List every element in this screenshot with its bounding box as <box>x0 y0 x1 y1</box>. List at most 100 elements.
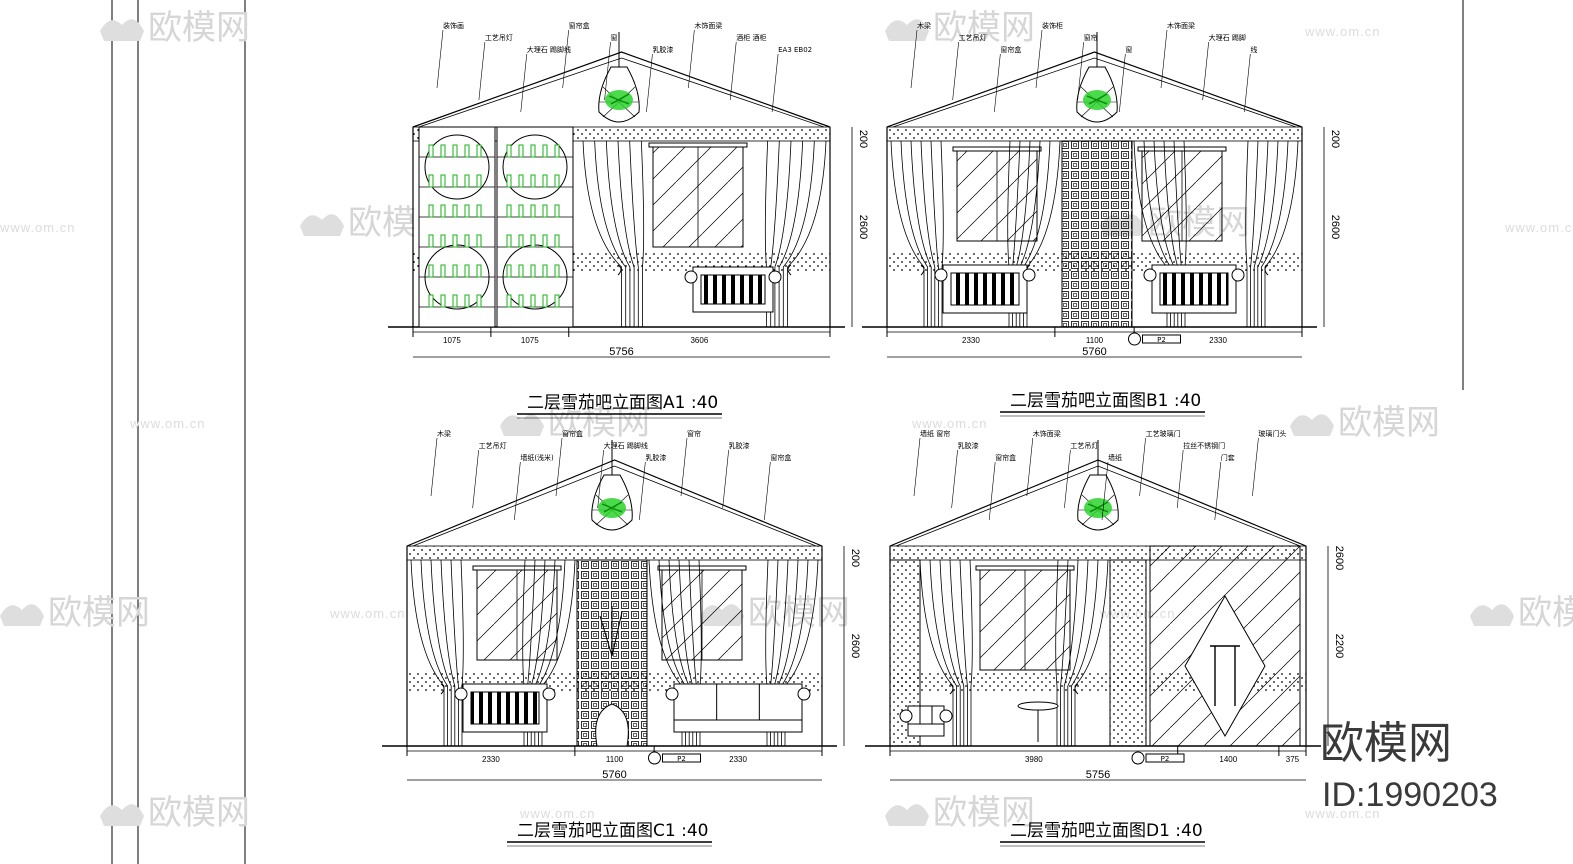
cabinet-arch <box>502 134 568 200</box>
valance-band <box>406 545 823 561</box>
curtain-fold <box>939 559 961 746</box>
wine-bottle <box>506 204 512 218</box>
curtain-tieback <box>1264 264 1269 276</box>
watermark-url: www.om.cn <box>519 806 595 821</box>
dim-segment-label: 3606 <box>690 336 708 345</box>
dim-segment-label: 1075 <box>443 336 461 345</box>
section-marker <box>1131 751 1145 765</box>
wine-bottle <box>530 174 536 188</box>
annotation-label: 玻璃门头 <box>1258 429 1286 438</box>
annotation-label: 乳胶漆 <box>729 441 750 450</box>
elevation-title: 二层雪茄吧立面图A1 :40 <box>527 393 718 413</box>
annotation-label: 木饰面梁 <box>694 21 722 30</box>
leader-line <box>1035 29 1043 89</box>
wine-bottle <box>476 264 482 278</box>
wine-bottle <box>440 174 446 188</box>
curtain-fold <box>787 140 827 327</box>
watermark-logo <box>100 19 144 41</box>
annotation-label: 木梁 <box>917 21 931 30</box>
wine-bottle <box>530 144 536 158</box>
watermark-logo <box>885 804 929 826</box>
wine-bottle <box>452 234 458 248</box>
wine-bottle <box>452 264 458 278</box>
annotation-label: 窗帘 <box>687 429 701 438</box>
dim-segment-label: 2330 <box>482 755 500 764</box>
curtain-fold <box>774 140 792 327</box>
watermark-brand: 欧模网 <box>1518 593 1573 633</box>
curtain-fold <box>1067 559 1089 746</box>
curtain-fold <box>688 559 697 746</box>
watermark-logo <box>1470 604 1514 626</box>
wine-bottle <box>542 234 548 248</box>
annotation-label: 窗帘盒 <box>569 21 590 30</box>
roof-inner <box>418 57 825 128</box>
wine-bottle <box>464 234 470 248</box>
section-tag-box <box>1142 334 1181 344</box>
curtain-fold <box>969 559 973 746</box>
curtain-fold <box>658 559 686 746</box>
curtain-fold <box>534 559 556 746</box>
wine-bottle <box>518 294 524 308</box>
annotation-label: 墙纸(浅米) <box>520 453 554 462</box>
side-table <box>1017 701 1059 711</box>
curtain-fold <box>640 140 645 327</box>
curtain-fold <box>1133 140 1168 327</box>
wine-bottle <box>530 234 536 248</box>
annotation-label: 木饰面梁 <box>1033 429 1061 438</box>
wine-bottle <box>554 204 560 218</box>
leader-line <box>639 461 646 521</box>
leader-line <box>430 437 438 497</box>
curtain-fold <box>1163 140 1179 327</box>
leader-line <box>562 29 569 89</box>
sofa-arm-scroll <box>1143 268 1157 282</box>
sofa-arm-scroll <box>899 709 913 723</box>
leader-line <box>729 41 737 101</box>
dim-total-label: 5756 <box>609 346 633 358</box>
leader-line <box>555 437 563 497</box>
curtain-fold <box>629 140 639 327</box>
curtain-fold <box>440 559 456 746</box>
annotation-label: 线 <box>1250 45 1257 54</box>
lamp-crystals <box>1086 93 1108 105</box>
wine-bottle <box>464 294 470 308</box>
dim-height-label: 2200 <box>1333 634 1345 658</box>
leader-line <box>952 41 959 101</box>
brand-watermark-text: 欧模网 <box>1320 718 1452 769</box>
window-head <box>472 565 562 571</box>
section-marker <box>648 751 661 765</box>
dim-total-label: 5756 <box>1086 769 1110 781</box>
wine-bottle <box>518 264 524 278</box>
leader-line <box>514 461 521 521</box>
leader-line <box>913 437 921 497</box>
dim-height-label: 2600 <box>1333 546 1345 570</box>
curtain-fold <box>1261 140 1289 327</box>
wine-bottle <box>440 204 446 218</box>
annotation-label: 窗 <box>1125 45 1132 54</box>
wine-bottle <box>476 174 482 188</box>
dim-segment-label: 3980 <box>1025 755 1043 764</box>
wine-bottle <box>440 234 446 248</box>
annotation-label: 窗帘盒 <box>562 429 583 438</box>
watermark-brand: 欧模网 <box>748 593 850 633</box>
curtain-fold <box>1257 140 1279 327</box>
sofa-body <box>673 683 803 733</box>
curtain-fold <box>777 559 799 746</box>
curtain-fold <box>1245 140 1249 327</box>
dim-segment-label: 1400 <box>1219 755 1237 764</box>
elevation-title: 二层雪茄吧立面图B1 :40 <box>1010 391 1201 411</box>
door-diamond <box>1184 594 1266 738</box>
annotation-label: 窗帘盒 <box>1000 45 1021 54</box>
dim-height-label: 200 <box>857 130 869 148</box>
wine-bottle <box>428 144 434 158</box>
curtain-fold <box>959 559 968 746</box>
dim-height-label: 2600 <box>857 215 869 239</box>
curtain-fold <box>919 559 954 746</box>
annotation-label: 装饰柜 <box>1042 21 1063 30</box>
wine-bottle <box>542 264 548 278</box>
wine-bottle <box>476 204 482 218</box>
annotation-label: 装饰画 <box>443 21 464 30</box>
annotation-label: 墙纸 <box>1108 453 1122 462</box>
watermark-brand: 欧模网 <box>148 8 250 48</box>
